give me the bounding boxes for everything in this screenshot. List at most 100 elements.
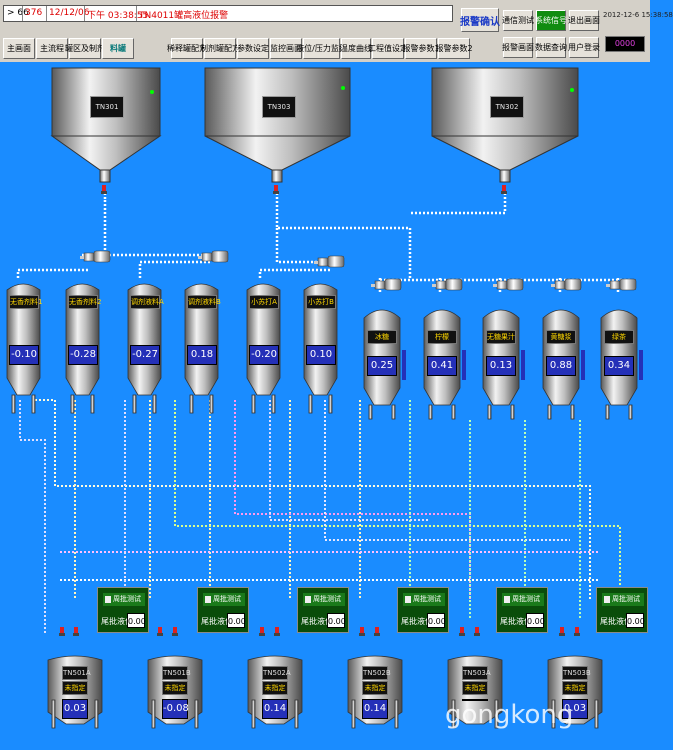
nav-alarm-param-1[interactable]: 报警参数1	[402, 38, 440, 59]
valve-tn301[interactable]	[101, 185, 107, 194]
batch-test-toggle[interactable]: 周批测试	[203, 593, 245, 606]
tail-level-label: 尾批液位	[401, 617, 433, 626]
alarm-indicator: > 66	[7, 8, 29, 18]
valve-b5b[interactable]	[474, 627, 480, 636]
nav-monitor-screen[interactable]: 监控画面	[270, 38, 302, 59]
nav-level-pressure[interactable]: 液位/压力监控	[296, 38, 347, 59]
storage-tank-tn301[interactable]	[50, 67, 162, 183]
alarm-message: TN4011罐高液位报警	[139, 11, 229, 21]
storage-tank-tn303[interactable]	[204, 67, 351, 183]
nav-dilution-recipe[interactable]: 稀释罐配方	[167, 38, 207, 59]
nav-eng-settings[interactable]: 工程值设定	[368, 38, 408, 59]
valve-b5a[interactable]	[459, 627, 465, 636]
top-toolbar: > 66 376 12/12/06 下午 03:38:55 TN4011罐高液位…	[0, 0, 673, 62]
clock-display: 2012-12-6 15:38:58	[603, 11, 673, 19]
valve-tn302[interactable]	[501, 185, 507, 194]
valve-b6a[interactable]	[559, 627, 565, 636]
batch-control-panel-1[interactable]: 周批测试 尾批液位 0.00	[97, 587, 149, 633]
batch-control-panel-4[interactable]: 周批测试 尾批液位 0.00	[397, 587, 449, 633]
alarm-time: 下午 03:38:55	[87, 11, 149, 21]
nav-material-tank[interactable]: 料罐	[102, 38, 134, 59]
nav-tank-area[interactable]: 罐区及制剂	[65, 38, 105, 59]
valve-b1b[interactable]	[73, 627, 79, 636]
mid-tank-2[interactable]	[65, 283, 100, 414]
mix-tank-status: 未指定	[62, 681, 88, 695]
tail-level-label: 尾批液位	[500, 617, 532, 626]
mix-tank-name: TN502B	[362, 666, 391, 680]
mix-tank-status: 未指定	[462, 681, 488, 695]
batch-control-panel-6[interactable]: 周批测试 尾批液位 0.00	[596, 587, 648, 633]
pump-8[interactable]	[605, 278, 637, 291]
mid-tank-level: -0.28	[68, 345, 98, 365]
valve-b4a[interactable]	[359, 627, 365, 636]
valve-tn303[interactable]	[273, 185, 279, 194]
exit-screen-button[interactable]: 退出画面	[568, 10, 600, 31]
mix-tank-name: TN501A	[62, 666, 91, 680]
alarm-bar[interactable]: > 66 376 12/12/06 下午 03:38:55 TN4011罐高液位…	[3, 5, 453, 22]
mid-tank-level: 0.41	[427, 356, 457, 376]
mid-tank-level: -0.10	[9, 345, 39, 365]
mid-tank-1[interactable]	[6, 283, 41, 414]
mid-tank-name: 无香剂料2	[68, 295, 101, 309]
pump-7[interactable]	[550, 278, 582, 291]
watermark: gongkong	[445, 700, 574, 730]
valve-b4b[interactable]	[374, 627, 380, 636]
pump-3[interactable]	[313, 255, 345, 268]
tail-level-label: 尾批液位	[101, 617, 133, 626]
sys-signal-button[interactable]: 系统信号	[535, 10, 567, 31]
comm-test-button[interactable]: 通信测试	[502, 10, 534, 31]
pump-1[interactable]	[79, 250, 111, 263]
mid-tank-6[interactable]	[303, 283, 338, 414]
batch-test-toggle[interactable]: 周批测试	[103, 593, 145, 606]
mid-tank-name: 调剂液料B	[187, 295, 221, 309]
batch-control-panel-2[interactable]: 周批测试 尾批液位 0.00	[197, 587, 249, 633]
tail-level-value[interactable]: 0.00	[526, 613, 545, 628]
alarm-screen-button[interactable]: 报警画面	[502, 37, 534, 58]
storage-tank-tn302[interactable]	[431, 67, 579, 183]
valve-b2a[interactable]	[157, 627, 163, 636]
user-login-button[interactable]: 用户登录	[568, 37, 600, 58]
tail-level-value[interactable]: 0.00	[626, 613, 645, 628]
mix-tank-status: 未指定	[562, 681, 588, 695]
valve-b3b[interactable]	[274, 627, 280, 636]
mix-tank-level: -0.08	[162, 699, 189, 719]
nav-preparation-recipe[interactable]: 制剂罐配方	[200, 38, 240, 59]
mix-tank-level: 0.03	[562, 699, 588, 719]
mid-tank-level: 0.10	[306, 345, 336, 365]
mid-tank-name: 调剂液料A	[130, 295, 164, 309]
tail-level-value[interactable]: 0.00	[127, 613, 146, 628]
mid-tank-4[interactable]	[184, 283, 219, 414]
valve-b6b[interactable]	[574, 627, 580, 636]
nav-alarm-param-2[interactable]: 报警参数2	[435, 38, 473, 59]
mid-tank-3[interactable]	[127, 283, 162, 414]
alarm-ack-button[interactable]: 报警确认	[460, 8, 500, 32]
batch-test-toggle[interactable]: 周批测试	[602, 593, 644, 606]
batch-test-toggle[interactable]: 周批测试	[303, 593, 345, 606]
mid-tank-level: 0.13	[486, 356, 516, 376]
tail-level-label: 尾批液位	[301, 617, 333, 626]
mix-tank-name: TN503B	[562, 666, 591, 680]
batch-test-toggle[interactable]: 周批测试	[403, 593, 445, 606]
mid-tank-5[interactable]	[246, 283, 281, 414]
batch-control-panel-5[interactable]: 周批测试 尾批液位 0.00	[496, 587, 548, 633]
batch-test-toggle[interactable]: 周批测试	[502, 593, 544, 606]
nav-temp-curve[interactable]: 温度曲线	[340, 38, 372, 59]
mix-tank-level: 0.14	[262, 699, 288, 719]
data-query-button[interactable]: 数据查询	[535, 37, 567, 58]
valve-b2b[interactable]	[172, 627, 178, 636]
tail-level-value[interactable]: 0.00	[427, 613, 446, 628]
mix-tank-level	[462, 699, 488, 701]
mid-tank-name: 绿茶	[604, 330, 634, 344]
nav-main-screen[interactable]: 主画面	[3, 38, 35, 59]
pump-2[interactable]	[197, 250, 229, 263]
nav-param-settings[interactable]: 参数设定	[237, 38, 269, 59]
batch-control-panel-3[interactable]: 周批测试 尾批液位 0.00	[297, 587, 349, 633]
tank-label-tn303: TN303	[262, 96, 296, 118]
mid-tank-name: 无香剂料1	[9, 295, 42, 309]
valve-b1a[interactable]	[59, 627, 65, 636]
pump-4[interactable]	[370, 278, 402, 291]
tail-level-value[interactable]: 0.00	[327, 613, 346, 628]
valve-b3a[interactable]	[259, 627, 265, 636]
nav-main-flow[interactable]: 主流程	[36, 38, 68, 59]
tail-level-value[interactable]: 0.00	[227, 613, 246, 628]
